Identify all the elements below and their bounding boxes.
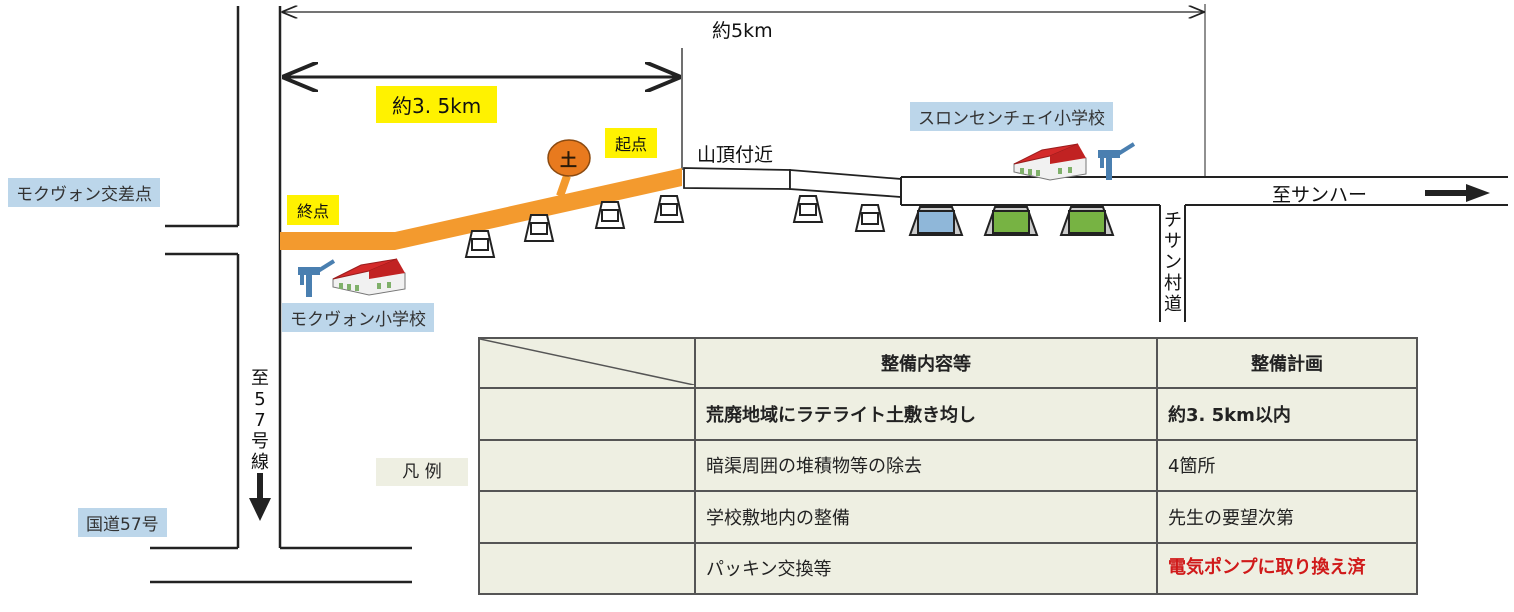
hand-pump-icon [296,259,336,299]
legend-title: 凡 例 [376,458,468,486]
soil-marker [547,139,591,177]
legend-row-plan: 電気ポンプに取り換え済 [1156,541,1418,596]
legend-row-plan: 4箇所 [1156,438,1418,493]
legend-header-row: 整備内容等 整備計画 [478,336,1418,390]
legend-row: 暗渠周囲の堆積物等の除去 4箇所 [478,438,1418,493]
legend-header-plan: 整備計画 [1156,336,1418,390]
to-sanha-label: 至サンハー [1272,184,1368,206]
culvert-icon [654,195,684,223]
legend-row-content: 学校敷地内の整備 [694,490,1158,544]
school-west-label: モクヴォン小学校 [282,303,434,332]
culvert-blue-icon [909,206,963,236]
arrow-east-icon [1466,184,1490,202]
arrow-down-icon [249,498,271,521]
legend-table: 整備内容等 整備計画 荒廃地域にラテライト土敷き均し 約3. 5km以内 暗渠周… [478,336,1418,596]
soil-label: 土 [560,151,577,171]
legend-row: 学校敷地内の整備 先生の要望次第 [478,490,1418,544]
legend-row-plan: 先生の要望次第 [1156,490,1418,544]
total-distance-label: 約5km [712,20,773,42]
culvert-icon [793,195,823,223]
legend-row-content: 荒廃地域にラテライト土敷き均し [694,387,1158,441]
legend-row: 荒廃地域にラテライト土敷き均し 約3. 5km以内 [478,387,1418,441]
culvert-icon [595,201,625,229]
village-road-label: チサン村道 [1164,210,1182,315]
summit-label: 山頂付近 [697,144,774,166]
culvert-icon [855,204,885,232]
section-distance-label: 約3. 5km [376,86,498,123]
culvert-green-icon [984,206,1038,236]
intersection-label: モクヴォン交差点 [8,178,160,207]
legend-row: パッキン交換等 電気ポンプに取り換え済 [478,541,1418,596]
legend-corner-cell [478,336,696,390]
legend-row-plan: 約3. 5km以内 [1156,387,1418,441]
culvert-green-icon [1060,206,1114,236]
culvert-icon [524,214,554,242]
legend-row-content: 暗渠周囲の堆積物等の除去 [694,438,1158,493]
start-point-label: 起点 [605,128,658,158]
national-road-label: 国道57号 [78,508,167,537]
culvert-icon [465,230,495,258]
end-point-label: 終点 [287,195,340,225]
school-building-icon [332,258,406,296]
school-building-icon [1013,143,1087,181]
legend-header-content: 整備内容等 [694,336,1158,390]
school-east-label: スロンセンチェイ小学校 [910,102,1113,131]
legend-row-content: パッキン交換等 [694,541,1158,596]
hand-pump-icon [1096,142,1136,182]
laterite-road-section [280,168,682,250]
